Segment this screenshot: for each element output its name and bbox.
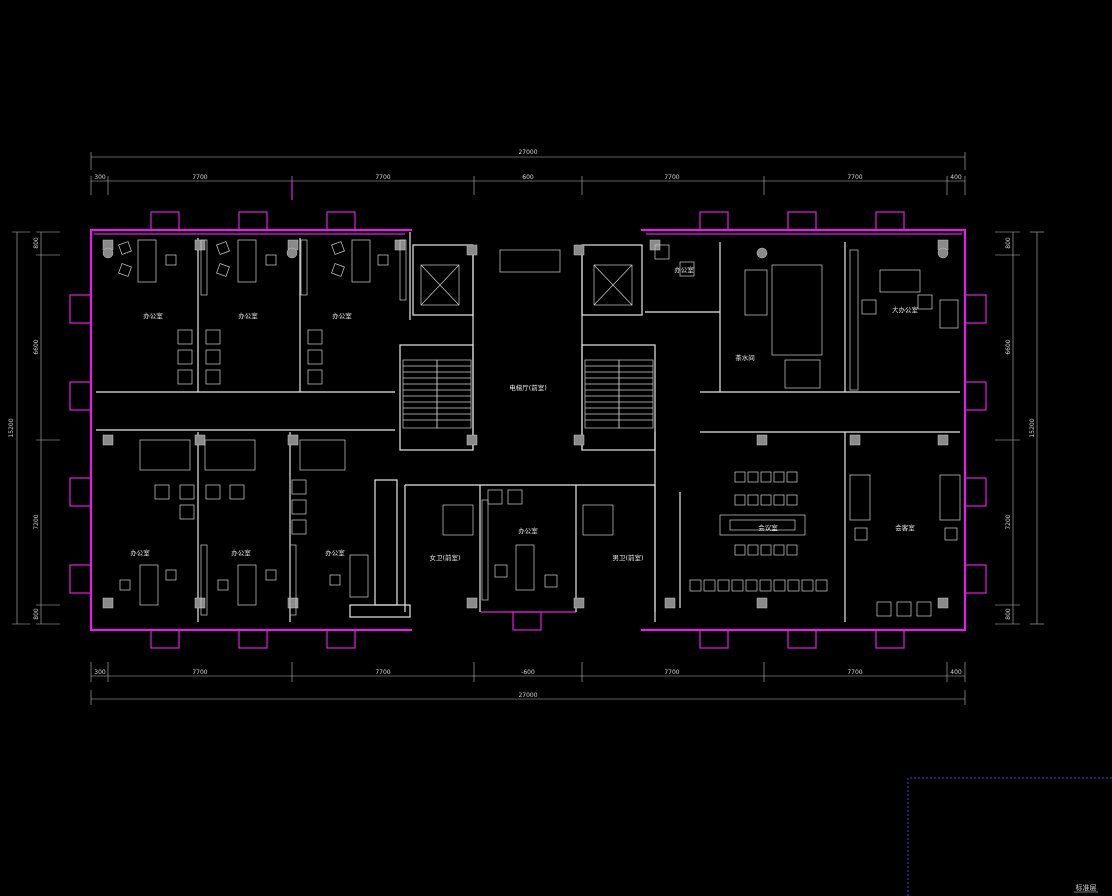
bottom-dim-seg-3: 7700 bbox=[375, 669, 390, 676]
bottom-dimensions: 300 7700 7700 -600 7700 7700 400 27000 bbox=[90, 662, 966, 705]
right-dim-seg-3: 7200 bbox=[1005, 514, 1012, 529]
room-label-lobby: 电梯厅(前室) bbox=[509, 383, 547, 392]
top-overall-dimension: 27000 bbox=[518, 149, 537, 156]
top-dim-seg-3: 7700 bbox=[375, 174, 390, 181]
bottom-dim-seg-7: 400 bbox=[950, 669, 962, 676]
room-label-office-2: 办公室 bbox=[238, 311, 258, 320]
right-dim-seg-2: 6600 bbox=[1005, 339, 1012, 354]
room-label-tea-room: 茶水间 bbox=[735, 353, 755, 362]
title-block-label: 标准层 bbox=[1076, 883, 1097, 892]
left-overall-dimension: 15200 bbox=[8, 418, 15, 437]
bottom-dim-seg-6: 7700 bbox=[847, 669, 862, 676]
room-label-toilet-female: 女卫(前室) bbox=[429, 553, 460, 562]
room-label-office-5: 办公室 bbox=[231, 548, 251, 557]
bottom-dim-seg-5: 7700 bbox=[664, 669, 679, 676]
interior-walls bbox=[96, 232, 960, 622]
room-label-office-center: 办公室 bbox=[518, 526, 538, 535]
furniture bbox=[118, 239, 961, 617]
room-labels: 办公室 办公室 办公室 办公室 办公室 办公室 办公室 茶水间 电梯厅(前室) … bbox=[130, 265, 918, 562]
right-overall-dimension: 15200 bbox=[1029, 418, 1036, 437]
top-dimensions: 27000 300 7700 7700 600 7700 7700 400 bbox=[90, 149, 966, 200]
left-dim-seg-2: 6600 bbox=[33, 339, 40, 354]
left-dim-seg-4: 800 bbox=[33, 608, 40, 620]
right-dimensions: 800 6600 7200 800 15200 bbox=[995, 231, 1044, 625]
bottom-overall-dimension: 27000 bbox=[518, 692, 537, 699]
room-label-manager: 大办公室 bbox=[892, 305, 919, 314]
room-label-office-1: 办公室 bbox=[143, 311, 163, 320]
bottom-dim-seg-1: 300 bbox=[94, 669, 106, 676]
window-bays bbox=[69, 211, 987, 649]
left-dim-seg-3: 7200 bbox=[33, 514, 40, 529]
room-label-office-3: 办公室 bbox=[332, 311, 352, 320]
room-label-office-4: 办公室 bbox=[130, 548, 150, 557]
room-label-office-6: 办公室 bbox=[325, 548, 345, 557]
left-dim-seg-1: 800 bbox=[33, 237, 40, 249]
top-dim-seg-7: 400 bbox=[950, 174, 962, 181]
right-dim-seg-1: 800 bbox=[1005, 237, 1012, 249]
room-label-meeting: 会议室 bbox=[758, 523, 778, 532]
stair-left bbox=[402, 359, 472, 429]
title-block: 标准层 bbox=[907, 777, 1112, 896]
top-dim-seg-4: 600 bbox=[522, 174, 534, 181]
room-label-toilet-male: 男卫(前室) bbox=[612, 553, 643, 562]
bottom-dim-seg-4: -600 bbox=[521, 669, 535, 676]
top-dim-seg-5: 7700 bbox=[664, 174, 679, 181]
bottom-dim-seg-2: 7700 bbox=[192, 669, 207, 676]
stair-right bbox=[584, 359, 654, 429]
left-dimensions: 15200 800 6600 7200 800 bbox=[8, 231, 60, 625]
right-dim-seg-4: 800 bbox=[1005, 608, 1012, 620]
top-dim-seg-1: 300 bbox=[94, 174, 106, 181]
meeting-chairs bbox=[689, 471, 828, 592]
top-dim-seg-6: 7700 bbox=[847, 174, 862, 181]
columns bbox=[102, 239, 949, 609]
top-dim-seg-2: 7700 bbox=[192, 174, 207, 181]
room-label-reception: 会客室 bbox=[895, 523, 915, 532]
room-label-office-small: 办公室 bbox=[674, 265, 694, 274]
